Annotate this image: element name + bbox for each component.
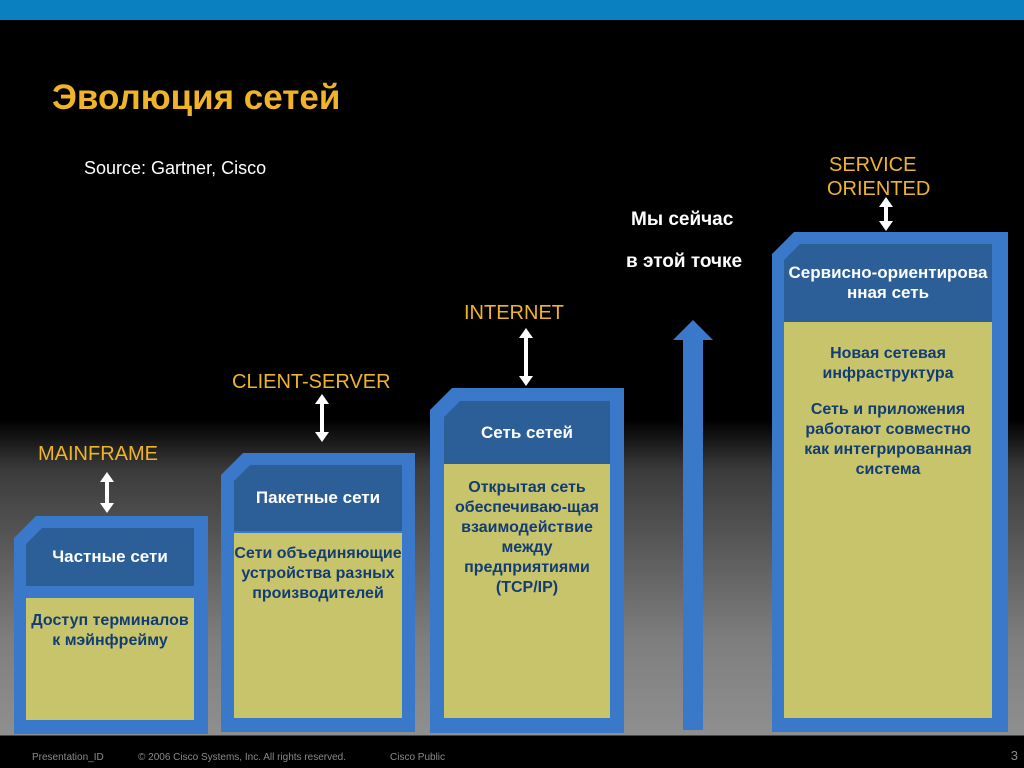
step-header: Пакетные сети [234,465,402,531]
footer-presentation-id: Presentation_ID [32,752,104,763]
step-description: Доступ терминалов к мэйнфрейму [26,598,194,720]
step-header: Сервисно-ориентированная сеть [784,244,992,322]
double-arrow-icon [879,197,893,231]
step-description: Открытая сеть обеспечиваю-щая взаимодейс… [444,464,610,718]
era-label-service-oriented-line2: ORIENTED [827,178,931,200]
up-arrow-icon [673,320,713,730]
step-description-paragraph-2: Сеть и приложения работают совместно как… [804,401,972,478]
era-label-service-oriented-line1: SERVICE [829,154,917,176]
current-position-line2: в этой точке [626,251,743,272]
step-internet: Сеть сетей Открытая сеть обеспечиваю-щая… [430,388,624,733]
footer-classification: Cisco Public [390,752,446,763]
step-description: Сети объединяющие устройства разных прои… [234,533,402,718]
era-label-internet: INTERNET [464,302,564,324]
footer-copyright: © 2006 Cisco Systems, Inc. All rights re… [138,752,347,763]
double-arrow-icon [519,328,533,386]
double-arrow-icon [315,394,329,442]
up-arrow-shaft [683,338,703,730]
top-accent-bar [0,0,1024,20]
source-note: Source: Gartner, Cisco [84,158,267,178]
double-arrow-icon [100,472,114,513]
era-label-client-server: CLIENT-SERVER [232,371,391,393]
step-service-oriented: Сервисно-ориентированная сеть Новая сете… [772,232,1008,732]
step-description: Новая сетевая инфраструктура Сеть и прил… [784,322,992,718]
step-mainframe: Частные сети Доступ терминалов к мэйнфре… [14,516,208,734]
slide-title: Эволюция сетей [52,78,341,117]
page-number: 3 [1010,748,1018,763]
step-description-paragraph-1: Новая сетевая инфраструктура [822,345,954,382]
step-header: Сеть сетей [444,401,610,464]
step-header: Частные сети [26,528,194,586]
step-client-server: Пакетные сети Сети объединяющие устройст… [221,453,415,732]
up-arrow-tip [673,320,713,340]
era-label-mainframe: MAINFRAME [38,443,158,465]
current-position-line1: Мы сейчас [631,209,734,230]
